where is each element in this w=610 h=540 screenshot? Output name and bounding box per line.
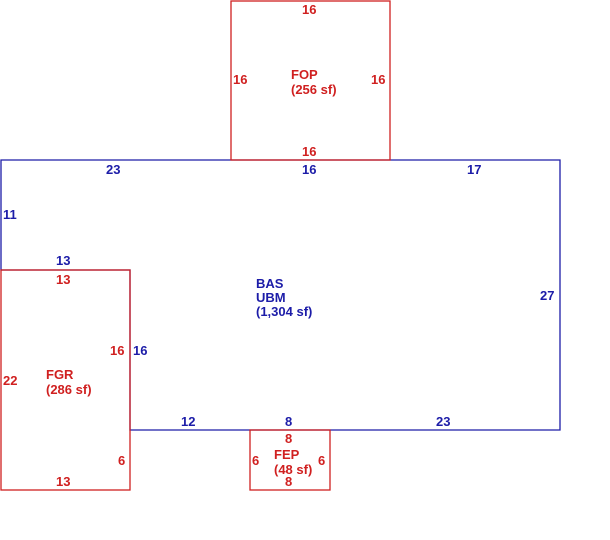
- fgr-dim-top: 13: [56, 272, 70, 287]
- fop-size: (256 sf): [291, 82, 337, 97]
- fop-dim-left: 16: [233, 72, 247, 87]
- fep-dim-right: 6: [318, 453, 325, 468]
- bas-size: (1,304 sf): [256, 304, 312, 319]
- fop-dim-right: 16: [371, 72, 385, 87]
- fop-outline: [230, 0, 391, 161]
- fep-outline: [249, 429, 331, 491]
- fop-code: FOP: [291, 67, 318, 82]
- fgr-size: (286 sf): [46, 382, 92, 397]
- fep-dim-bottom: 8: [285, 474, 292, 489]
- fep-code: FEP: [274, 447, 300, 462]
- bas-dim-notch-right: 16: [133, 343, 147, 358]
- bas-dim-bottom-left: 12: [181, 414, 195, 429]
- fgr-dim-left: 22: [3, 373, 17, 388]
- fgr-dim-bottom: 13: [56, 474, 70, 489]
- fep-size: (48 sf): [274, 462, 312, 477]
- bas-sub: UBM: [256, 290, 286, 305]
- bas-dim-left-upper: 11: [3, 207, 17, 222]
- bas-dim-notch-top: 13: [56, 253, 70, 268]
- fgr-dim-right-upper: 16: [110, 343, 124, 358]
- fgr-code: FGR: [46, 367, 74, 382]
- fop-dim-bottom: 16: [302, 144, 316, 159]
- bas-dim-bottom-mid: 8: [285, 414, 292, 429]
- bas-code: BAS: [256, 276, 284, 291]
- fgr-dim-right-lower: 6: [118, 453, 125, 468]
- bas-dim-top-right: 17: [467, 162, 481, 177]
- fep-dim-top: 8: [285, 431, 292, 446]
- bas-dim-right: 27: [540, 288, 554, 303]
- fop-dim-top: 16: [302, 2, 316, 17]
- bas-dim-top-left: 23: [106, 162, 120, 177]
- bas-dim-bottom-right: 23: [436, 414, 450, 429]
- fgr-outline: [0, 269, 131, 491]
- fep-dim-left: 6: [252, 453, 259, 468]
- bas-dim-top-mid: 16: [302, 162, 316, 177]
